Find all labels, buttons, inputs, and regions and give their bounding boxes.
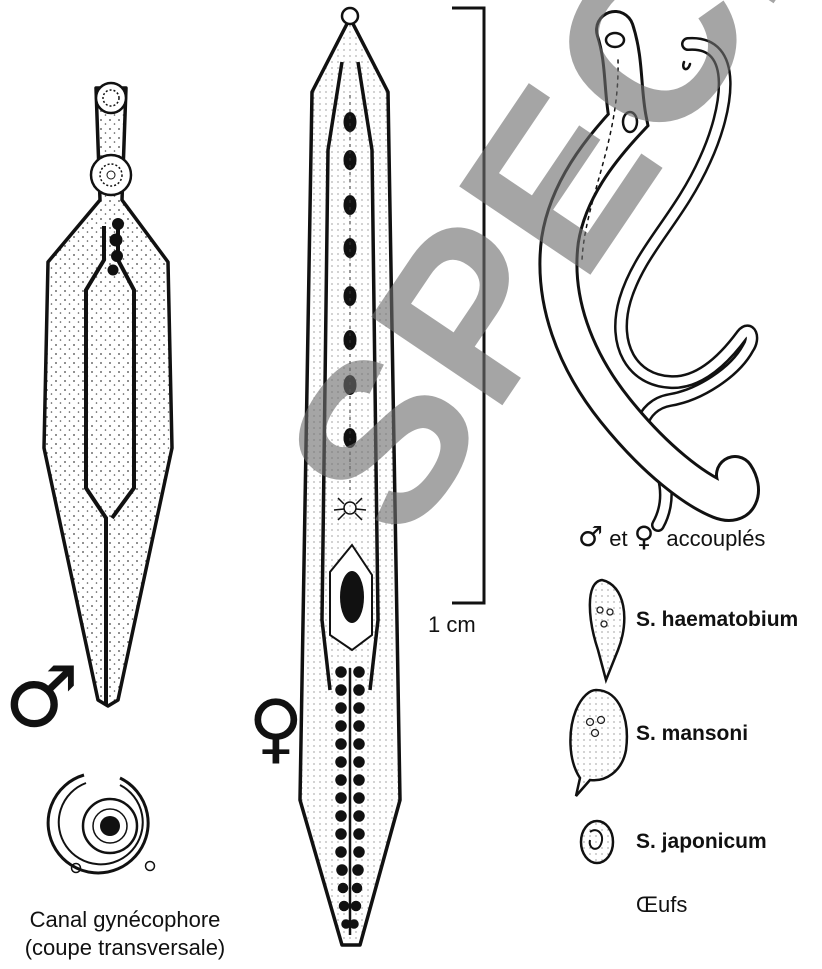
section-caption-line2: (coupe transversale) [0, 934, 250, 962]
female-symbol: ♀ [248, 690, 304, 766]
male-symbol: ♂ [4, 655, 79, 739]
section-caption-line1: Canal gynécophore [0, 906, 250, 934]
pair-oral-sucker [606, 33, 624, 47]
pair-label: accouplés [666, 526, 765, 551]
pair-male-symbol: ♂ [578, 520, 603, 553]
egg-haematobium [590, 580, 624, 680]
oral-sucker [96, 83, 126, 113]
scale-bar [452, 8, 484, 603]
egg-japonicum [581, 821, 613, 863]
female-oral-sucker [342, 8, 358, 24]
cross-section [48, 775, 154, 873]
female-worm [300, 8, 400, 945]
egg-mansoni [570, 690, 626, 796]
eggs-title: Œufs [636, 892, 687, 918]
ventral-sucker [91, 155, 131, 195]
scale-bar-label: 1 cm [428, 612, 476, 638]
coupled-pair [558, 30, 751, 525]
pair-ventral-sucker [623, 112, 637, 132]
pair-caption: ♂ et ♀ accouplés [578, 520, 765, 553]
egg-label-mansoni: S. mansoni [636, 722, 748, 746]
egg-label-haematobium: S. haematobium [636, 608, 798, 632]
pair-female-symbol: ♀ [634, 520, 655, 553]
pair-joiner: et [609, 526, 627, 551]
egg-label-japonicum: S. japonicum [636, 830, 767, 854]
male-worm [44, 83, 172, 706]
